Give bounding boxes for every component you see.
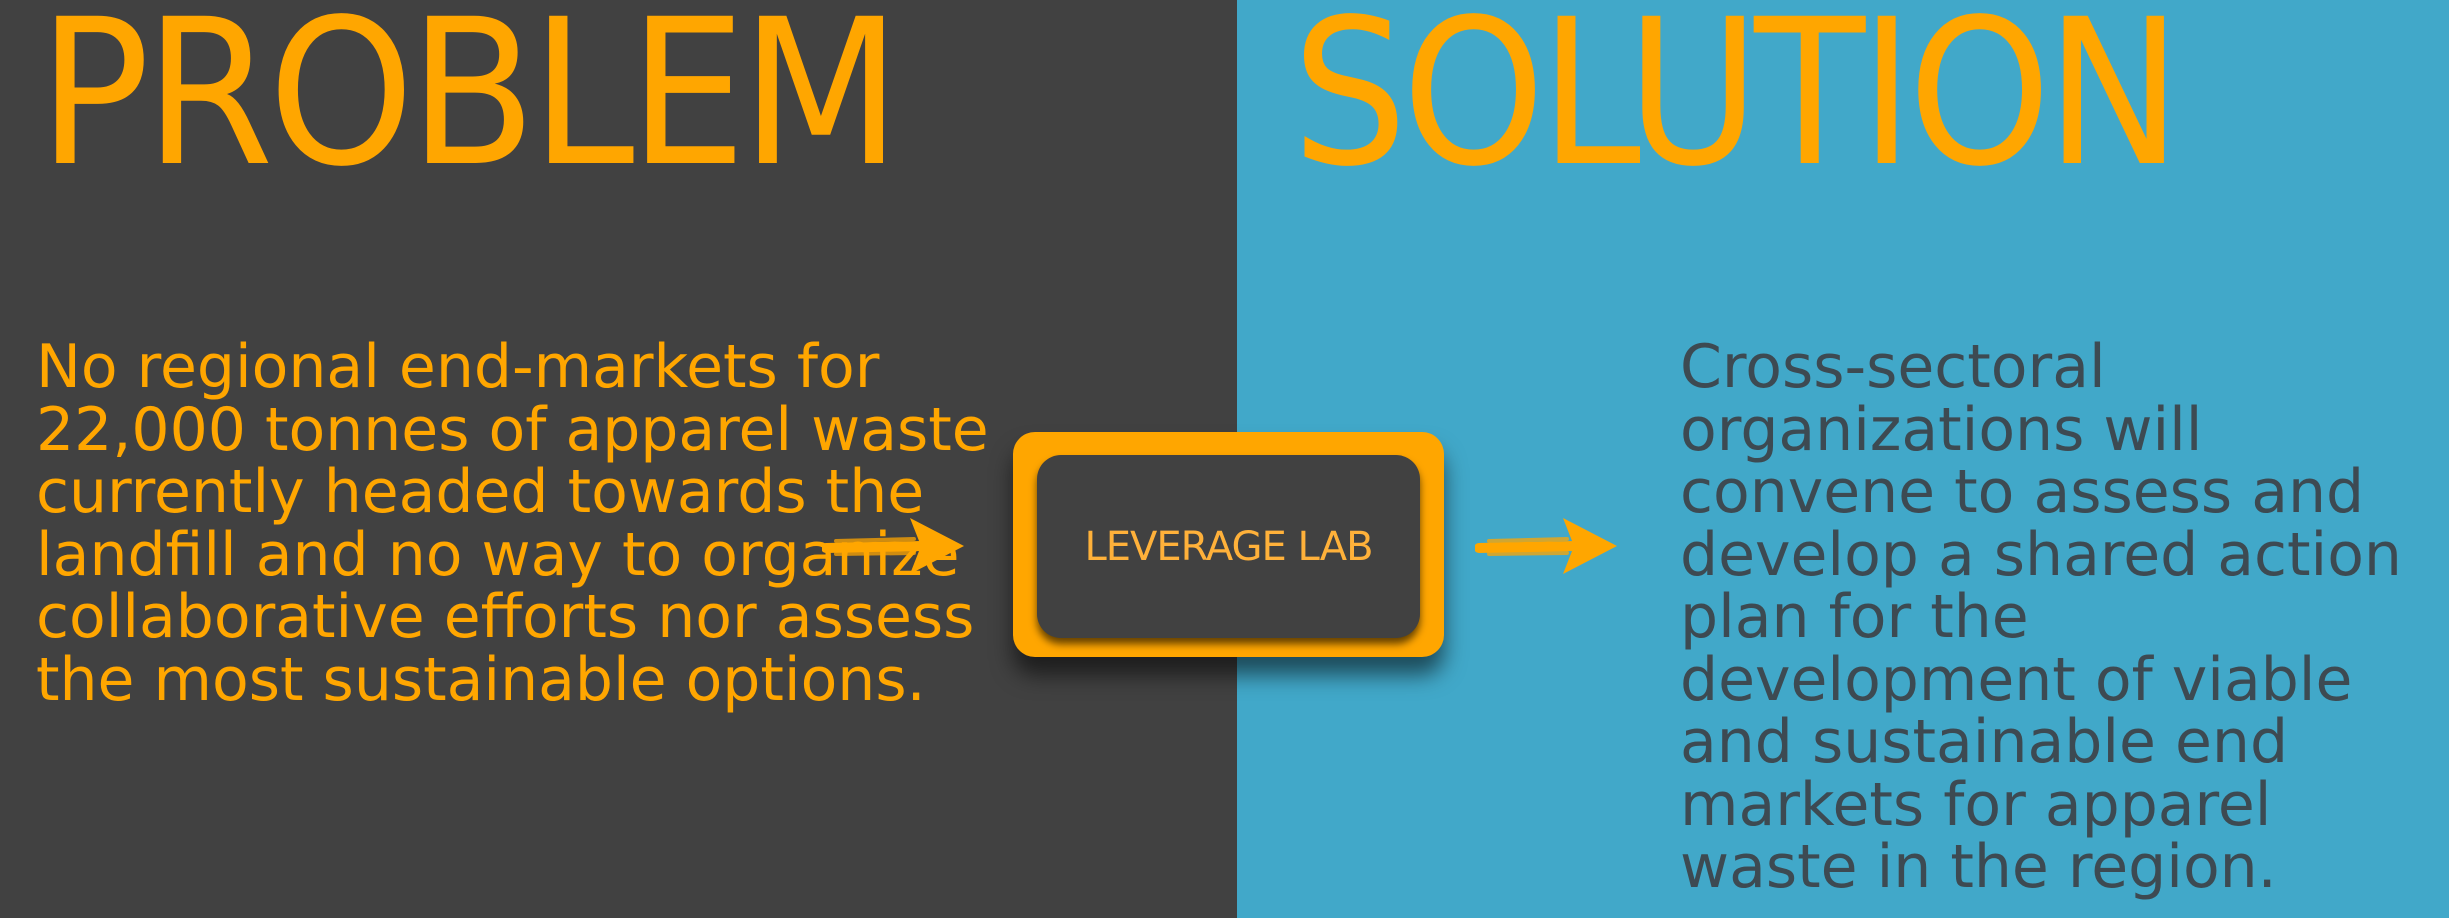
arrow-right-icon (822, 518, 964, 574)
leverage-lab-box: LEVERAGE LAB (1037, 455, 1420, 638)
problem-description: No regional end-markets for 22,000 tonne… (36, 332, 989, 715)
arrow-right-icon (1475, 518, 1617, 574)
solution-heading: SOLUTION (1292, 0, 2182, 211)
leverage-lab-label: LEVERAGE LAB (1084, 523, 1373, 570)
problem-heading: PROBLEM (38, 0, 901, 211)
solution-description: Cross-sectoral organizations will conven… (1680, 332, 2402, 902)
